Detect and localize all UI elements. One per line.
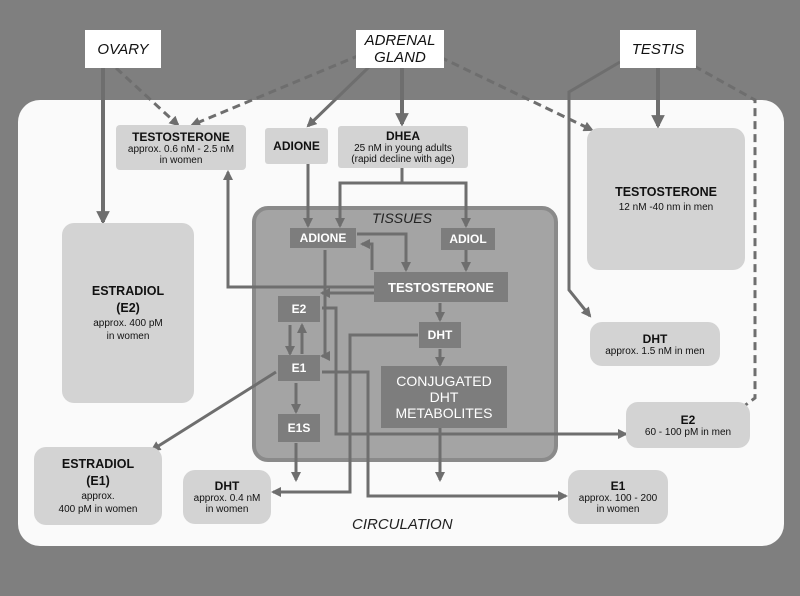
arrow-testosterone-to-adione: [359, 238, 374, 270]
dht-women-line1: approx. 0.4 nM: [193, 493, 261, 504]
testosterone-women-line2: in women: [159, 154, 203, 166]
testosterone-men-title: TESTOSTERONE: [615, 185, 717, 199]
estradiol-e2-line3: approx. 400 pM: [93, 318, 163, 329]
testosterone-men-box: TESTOSTERONE 12 nM -40 nm in men: [587, 128, 745, 270]
e1-women-line2: in women: [596, 504, 640, 515]
ovary-label: OVARY: [85, 30, 161, 68]
arrow-adrenal-to-adione: [306, 64, 372, 128]
e2-men-line1: 60 - 100 pM in men: [644, 426, 732, 438]
adione-circ-box: ADIONE: [265, 128, 328, 164]
e1-women-title: E1: [610, 479, 626, 493]
estradiol-e2-line4: in women: [106, 331, 150, 342]
arrow-ovary-to-testosterone: [114, 66, 180, 127]
tissues-label: TISSUES: [372, 210, 432, 226]
estradiol-e1-box: ESTRADIOL (E1) approx. 400 pM in women: [34, 447, 162, 525]
estradiol-e1-line3: approx.: [81, 491, 115, 502]
dhea-line1: 25 nM in young adults: [354, 143, 452, 154]
adrenal-line-2: GLAND: [374, 49, 426, 66]
adrenal-line-1: ADRENAL: [364, 32, 436, 49]
conjugated-line-2: DHT: [429, 389, 459, 405]
adiol-node: ADIOL: [441, 228, 495, 250]
estradiol-e2-box: ESTRADIOL (E2) approx. 400 pM in women: [62, 223, 194, 403]
testosterone-women-box: TESTOSTERONE approx. 0.6 nM - 2.5 nM in …: [116, 125, 246, 170]
dht-women-line2: in women: [205, 504, 249, 515]
arrow-dht-to-dht-women: [270, 333, 418, 498]
conjugated-dht-metabolites-node: CONJUGATED DHT METABOLITES: [381, 366, 507, 428]
adrenal-gland-label: ADRENAL GLAND: [356, 30, 444, 68]
adione-tissue-node: ADIONE: [290, 228, 356, 248]
arrow-adione-to-e1: [319, 250, 331, 362]
arrow-e1-to-estradiol-e1: [150, 370, 277, 452]
testosterone-women-title: TESTOSTERONE: [132, 129, 230, 144]
circulation-label: CIRCULATION: [352, 516, 453, 533]
arrow-adione-to-testosterone: [357, 232, 412, 273]
estradiol-e2-line2: (E2): [116, 301, 140, 315]
estradiol-e1-line1: ESTRADIOL: [61, 457, 135, 471]
e1-women-box: E1 approx. 100 - 200 in women: [568, 470, 668, 524]
dht-women-box: DHT approx. 0.4 nM in women: [183, 470, 271, 524]
e2-men-box: E2 60 - 100 pM in men: [626, 402, 750, 448]
testosterone-tissue-node: TESTOSTERONE: [374, 272, 508, 302]
dhea-box: DHEA 25 nM in young adults (rapid declin…: [338, 126, 468, 168]
adione-circ-title: ADIONE: [273, 139, 320, 153]
e1s-node: E1S: [278, 414, 320, 442]
dht-tissue-node: DHT: [419, 322, 461, 348]
e1-tissue-node: E1: [278, 355, 320, 381]
arrow-adrenal-to-testosterone: [190, 53, 361, 127]
dht-men-line1: approx. 1.5 nM in men: [605, 345, 705, 357]
testosterone-men-line1: 12 nM -40 nm in men: [618, 202, 714, 213]
testis-label: TESTIS: [620, 30, 696, 68]
estradiol-e2-line1: ESTRADIOL: [91, 284, 165, 298]
e1-women-line1: approx. 100 - 200: [578, 493, 658, 504]
estradiol-e1-line2: (E1): [86, 474, 110, 488]
arrow-dhea-to-adione: [334, 168, 404, 229]
e2-men-title: E2: [680, 412, 696, 427]
dht-men-title: DHT: [642, 331, 668, 346]
dhea-title: DHEA: [385, 129, 420, 143]
arrow-e2-to-e2-men: [322, 306, 629, 440]
conjugated-line-1: CONJUGATED: [396, 373, 492, 389]
testosterone-women-line1: approx. 0.6 nM - 2.5 nM: [127, 143, 235, 155]
dht-women-title: DHT: [214, 479, 240, 493]
dhea-line2: (rapid decline with age): [351, 154, 455, 165]
dht-men-box: DHT approx. 1.5 nM in men: [590, 322, 720, 366]
arrow-testis-to-dht-men: [567, 60, 621, 318]
conjugated-line-3: METABOLITES: [395, 405, 493, 421]
arrow-adrenal-to-testosterone-men: [439, 55, 594, 132]
arrow-dhea-to-adiol: [402, 181, 472, 229]
arrow-testosterone-to-circulation: [222, 169, 374, 289]
e2-tissue-node: E2: [278, 296, 320, 322]
estradiol-e1-line4: 400 pM in women: [58, 504, 138, 515]
